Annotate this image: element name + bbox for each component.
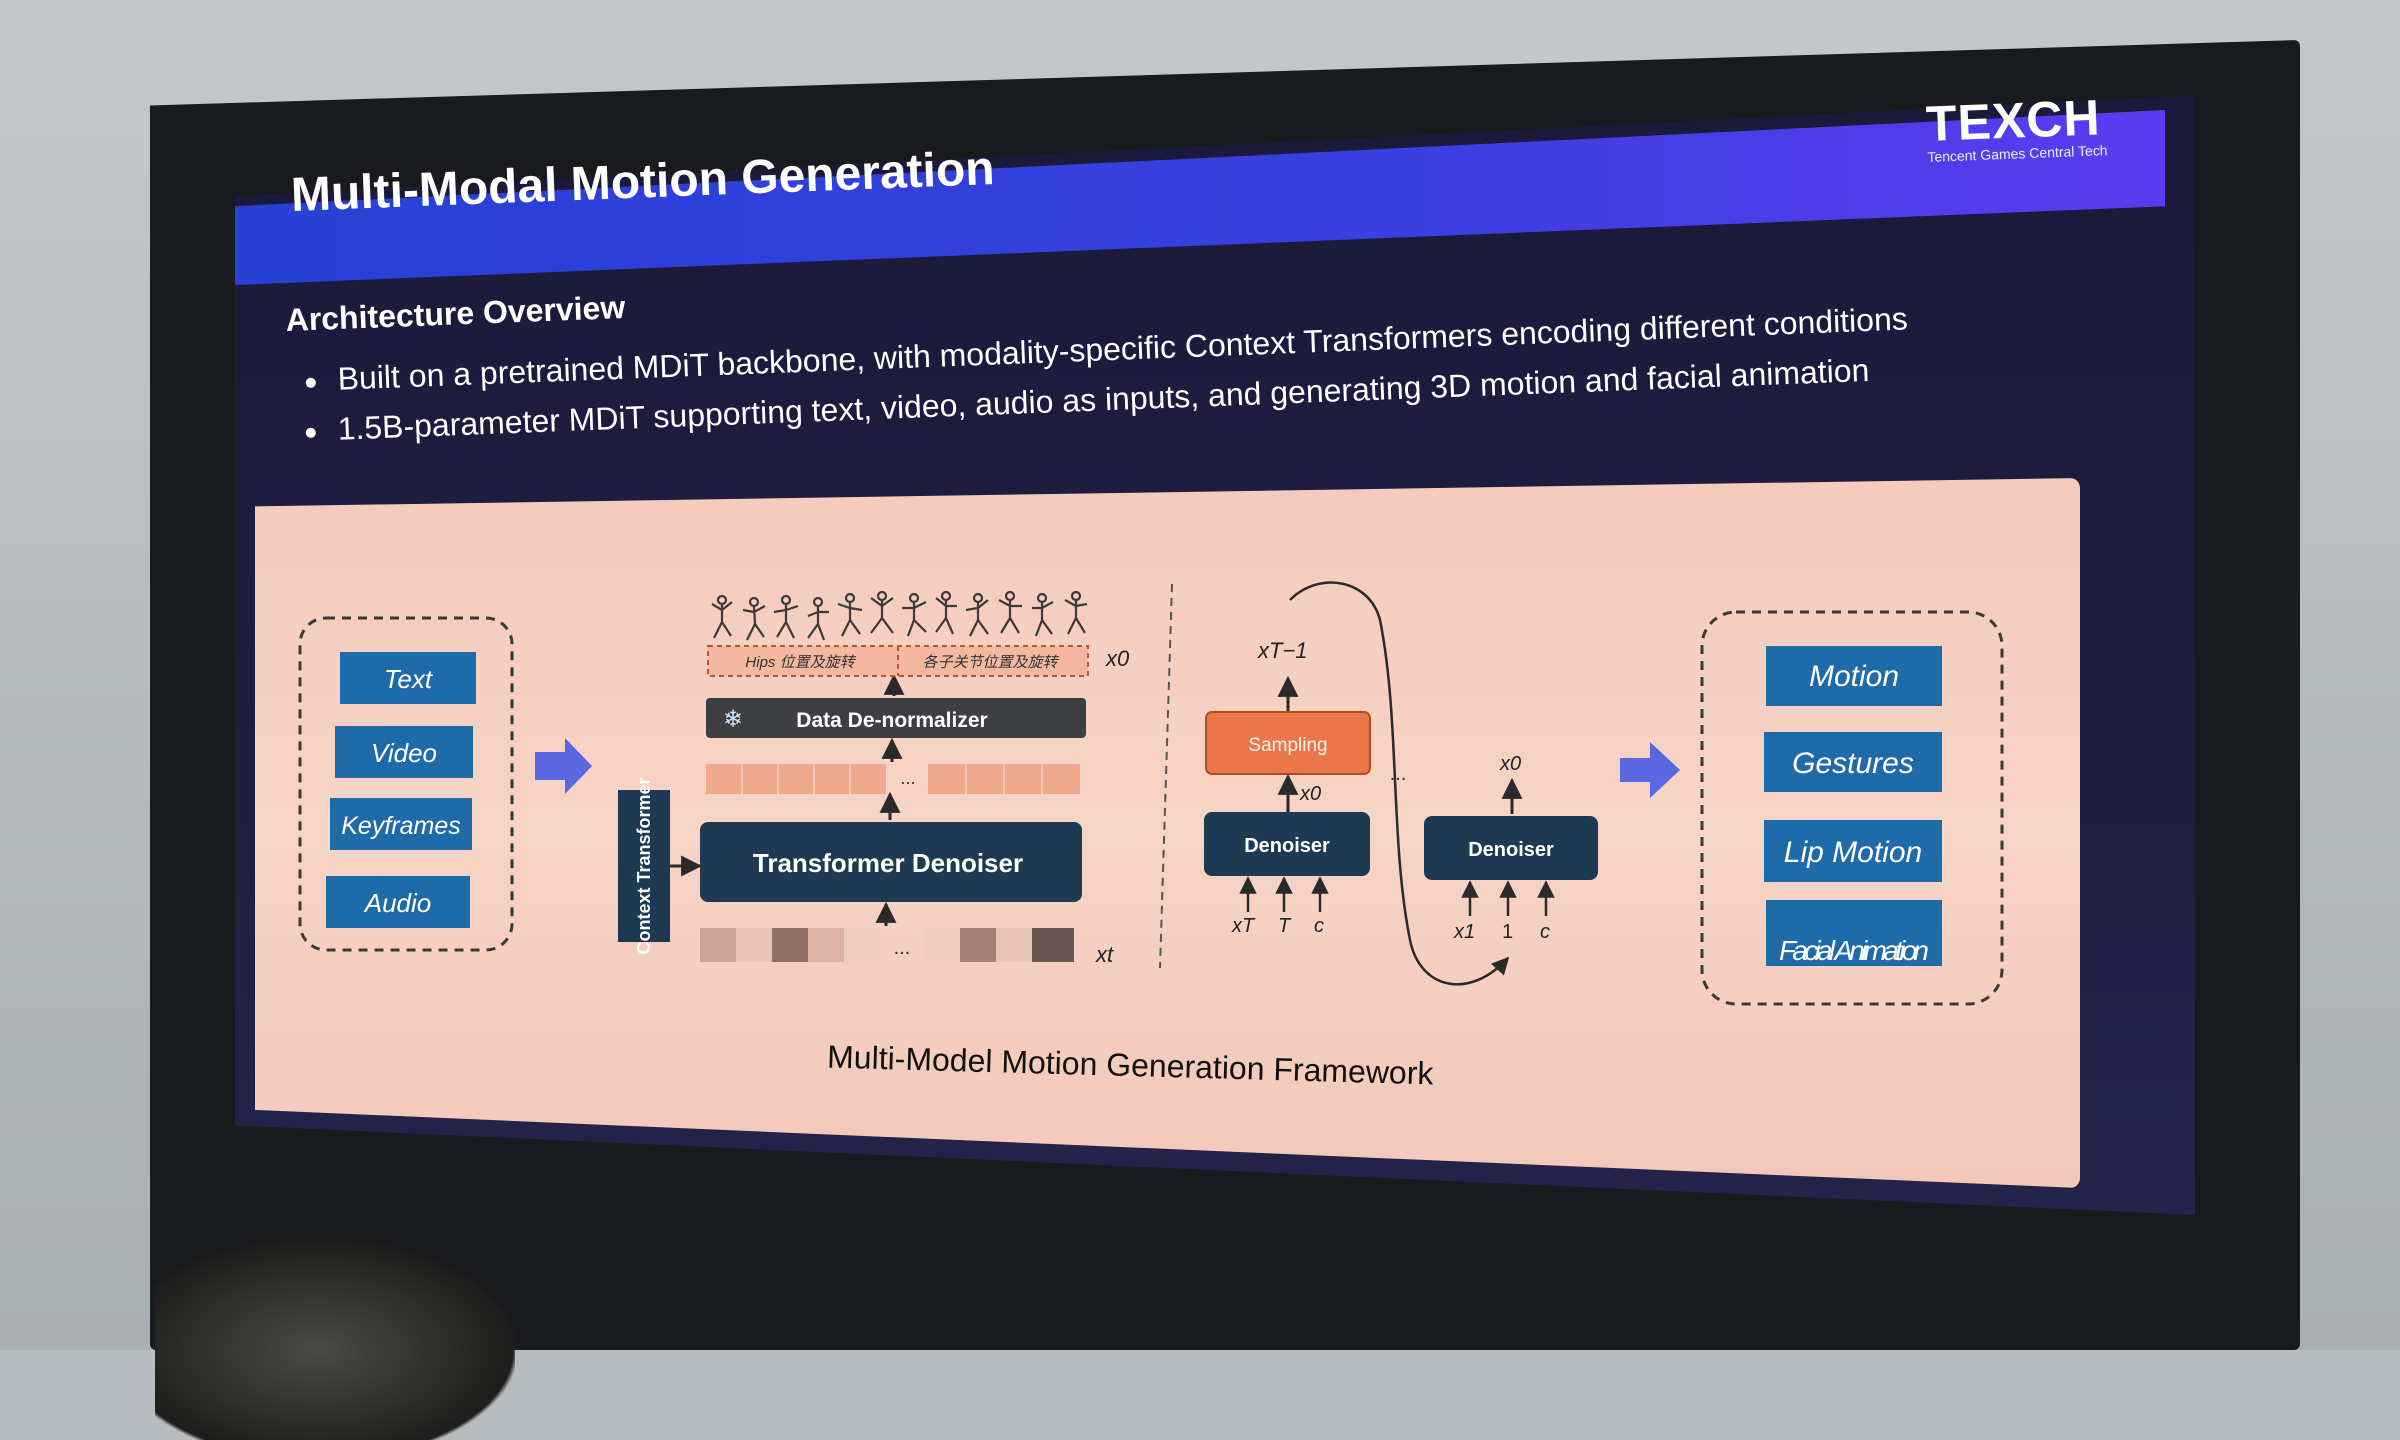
diagram-caption: Multi-Model Motion Generation Framework xyxy=(827,1039,1435,1092)
xT-symbol: xT xyxy=(1231,915,1256,937)
input-label: Keyframes xyxy=(341,812,460,840)
transformer-denoiser-block: Transformer Denoiser xyxy=(700,822,1082,902)
section-divider xyxy=(1159,583,1173,969)
flow-arrow-icon xyxy=(535,738,592,794)
x0-symbol: x0 xyxy=(1499,753,1521,775)
input-group-border xyxy=(298,616,514,952)
hips-label: Hips 位置及旋转 xyxy=(745,654,856,671)
input-text-box: Text xyxy=(340,652,476,704)
loop-arrow xyxy=(1289,581,1510,986)
denoiser-label: Denoiser xyxy=(1244,835,1330,857)
output-gestures-box: Gestures xyxy=(1764,732,1942,792)
c-symbol: c xyxy=(1314,915,1324,937)
output-label: Lip Motion xyxy=(1784,836,1922,869)
input-label: Audio xyxy=(363,888,432,918)
T-symbol: T xyxy=(1278,915,1292,937)
context-transformer-label: Context Transformer xyxy=(634,777,654,954)
x1-symbol: x1 xyxy=(1453,921,1475,943)
xT-1-symbol: xT−1 xyxy=(1257,638,1308,663)
flow-arrow-icon xyxy=(1620,742,1680,798)
data-denormalizer-block: ❄ Data De-normalizer xyxy=(706,698,1086,738)
token-ellipsis: ... xyxy=(894,937,911,959)
sampling-block: Sampling xyxy=(1205,711,1371,775)
framework-diagram: Text Video Keyframes Audio Context Trans… xyxy=(298,581,2004,1092)
input-label: Video xyxy=(371,738,437,768)
denoiser-block: Denoiser xyxy=(1204,812,1370,876)
output-group-border xyxy=(1700,610,2004,1006)
input-audio-box: Audio xyxy=(326,876,470,928)
xt-symbol: xt xyxy=(1095,942,1114,967)
joints-label: 各子关节位置及旋转 xyxy=(922,654,1059,671)
x0-symbol: x0 xyxy=(1105,646,1130,671)
token-ellipsis: ... xyxy=(900,768,915,788)
output-facial-animation-box: Facial Animation xyxy=(1766,900,1942,966)
output-motion-box: Motion xyxy=(1766,646,1942,706)
output-label: Motion xyxy=(1809,660,1899,693)
denoiser-block: Denoiser xyxy=(1424,816,1598,880)
output-token-strip xyxy=(706,764,1080,794)
input-video-box: Video xyxy=(335,726,473,778)
context-transformer-block: Context Transformer xyxy=(618,777,670,955)
transformer-denoiser-label: Transformer Denoiser xyxy=(753,848,1023,878)
c-symbol: c xyxy=(1540,921,1550,943)
output-label: Facial Animation xyxy=(1779,935,1929,966)
output-lip-motion-box: Lip Motion xyxy=(1764,820,1942,882)
motion-sequence-figures xyxy=(711,590,1088,641)
output-label: Gestures xyxy=(1792,747,1914,780)
x0-symbol: x0 xyxy=(1299,783,1321,805)
audience-head xyxy=(155,1240,515,1440)
snowflake-icon: ❄ xyxy=(723,706,743,733)
denormalizer-label: Data De-normalizer xyxy=(796,709,987,732)
denoiser-label: Denoiser xyxy=(1468,839,1554,861)
input-label: Text xyxy=(384,664,434,694)
pose-attribute-strip: Hips 位置及旋转 各子关节位置及旋转 xyxy=(707,645,1089,677)
noisy-token-strip xyxy=(700,928,1074,962)
chain-ellipsis: ... xyxy=(1390,763,1407,785)
one-symbol: 1 xyxy=(1502,921,1513,943)
input-keyframes-box: Keyframes xyxy=(330,798,472,850)
sampling-label: Sampling xyxy=(1248,735,1327,756)
